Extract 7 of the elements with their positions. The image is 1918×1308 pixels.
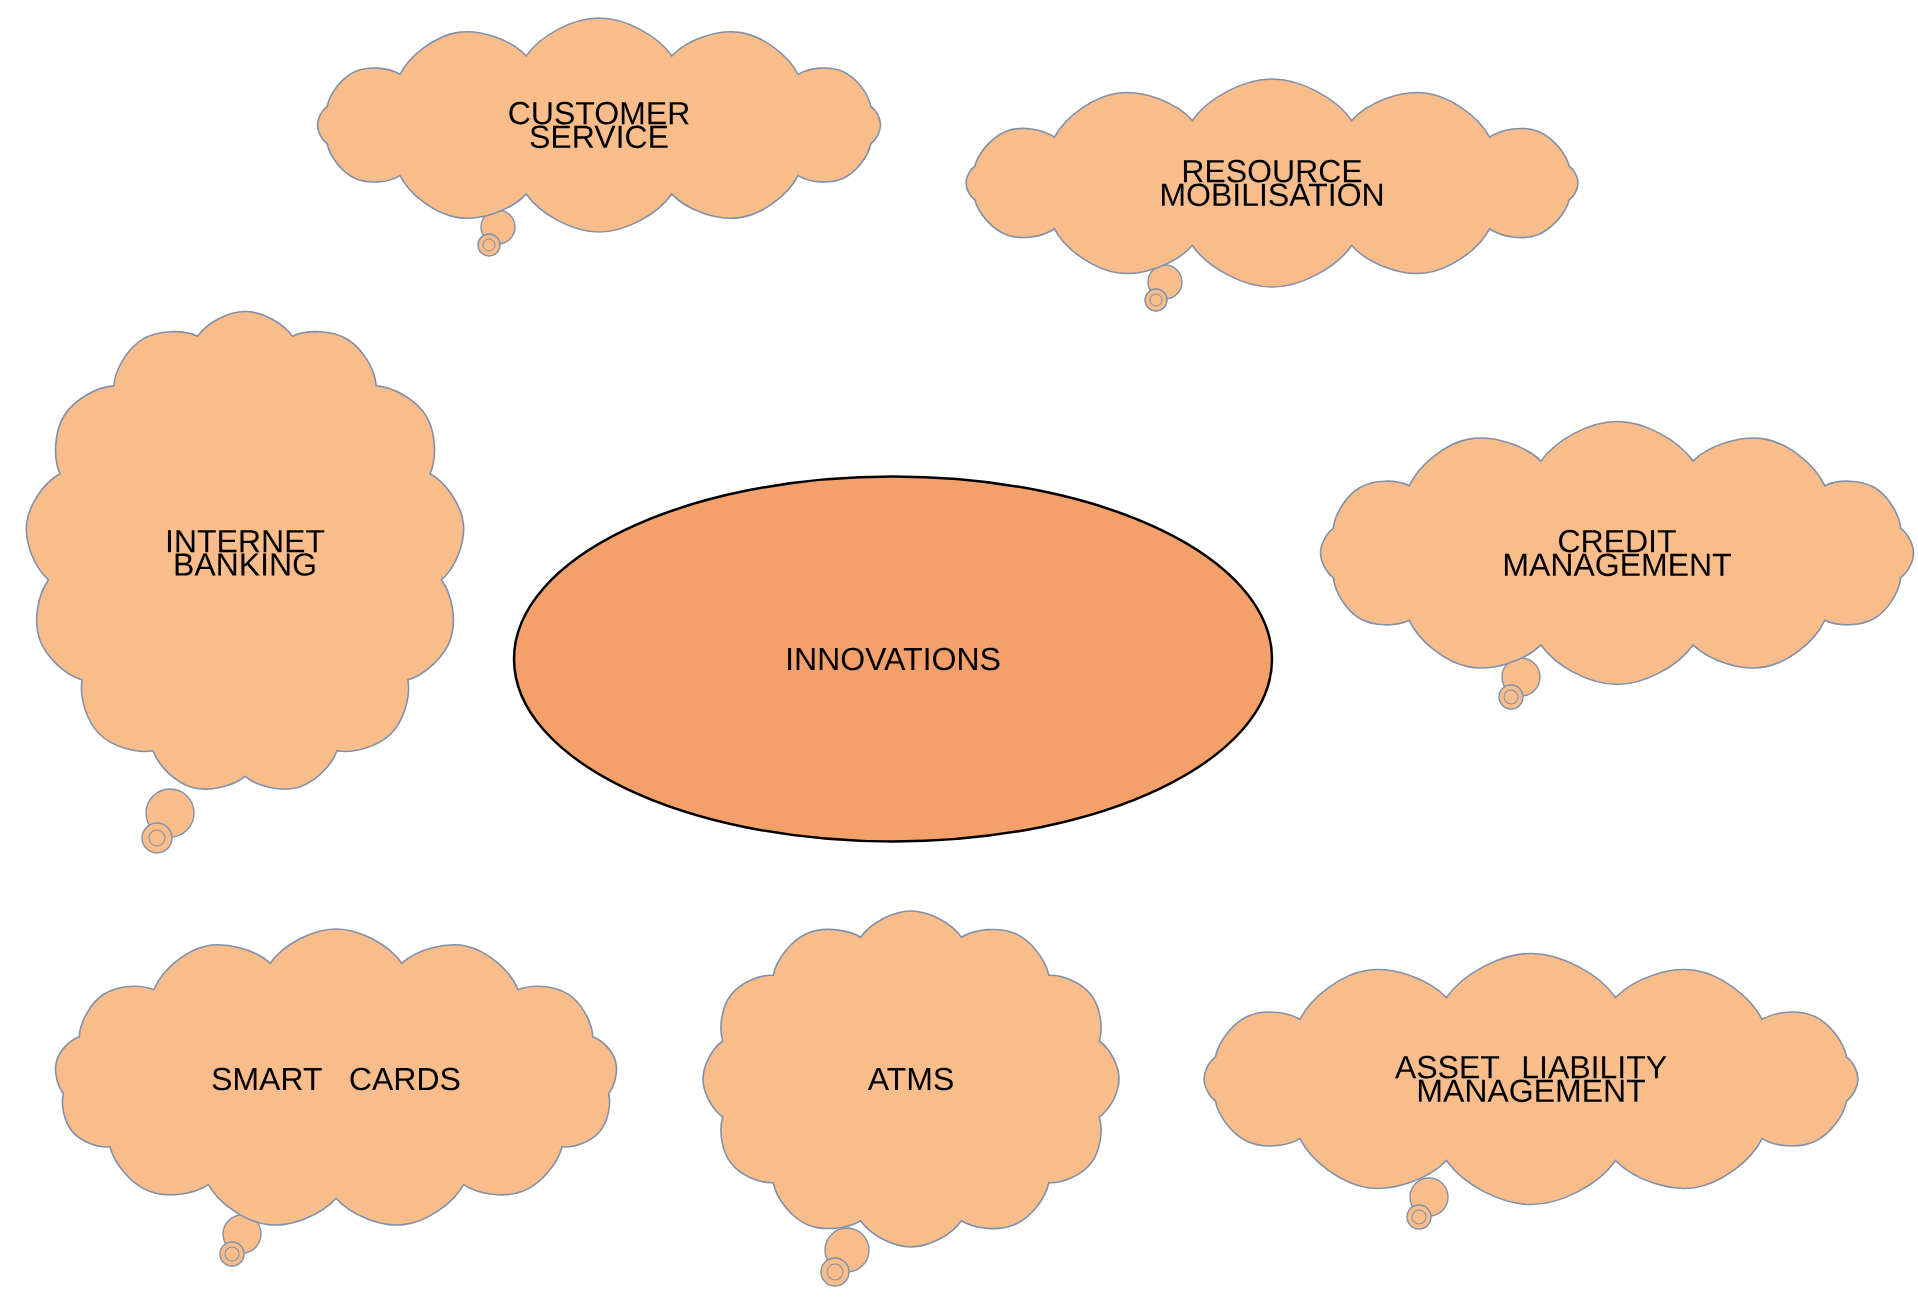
thought-bubble: INTERNET BANKING — [25, 310, 465, 854]
thought-bubble: CREDIT MANAGEMENT — [1319, 420, 1915, 710]
thought-bubble: SMART CARDS — [54, 928, 618, 1267]
thought-bubble: ASSET LIABILITY MANAGEMENT — [1203, 952, 1859, 1230]
thought-bubble: CUSTOMER SERVICE — [316, 17, 882, 257]
thought-bubble: ATMS — [702, 910, 1120, 1287]
thought-bubble: RESOURCE MOBILISATION — [965, 78, 1579, 312]
